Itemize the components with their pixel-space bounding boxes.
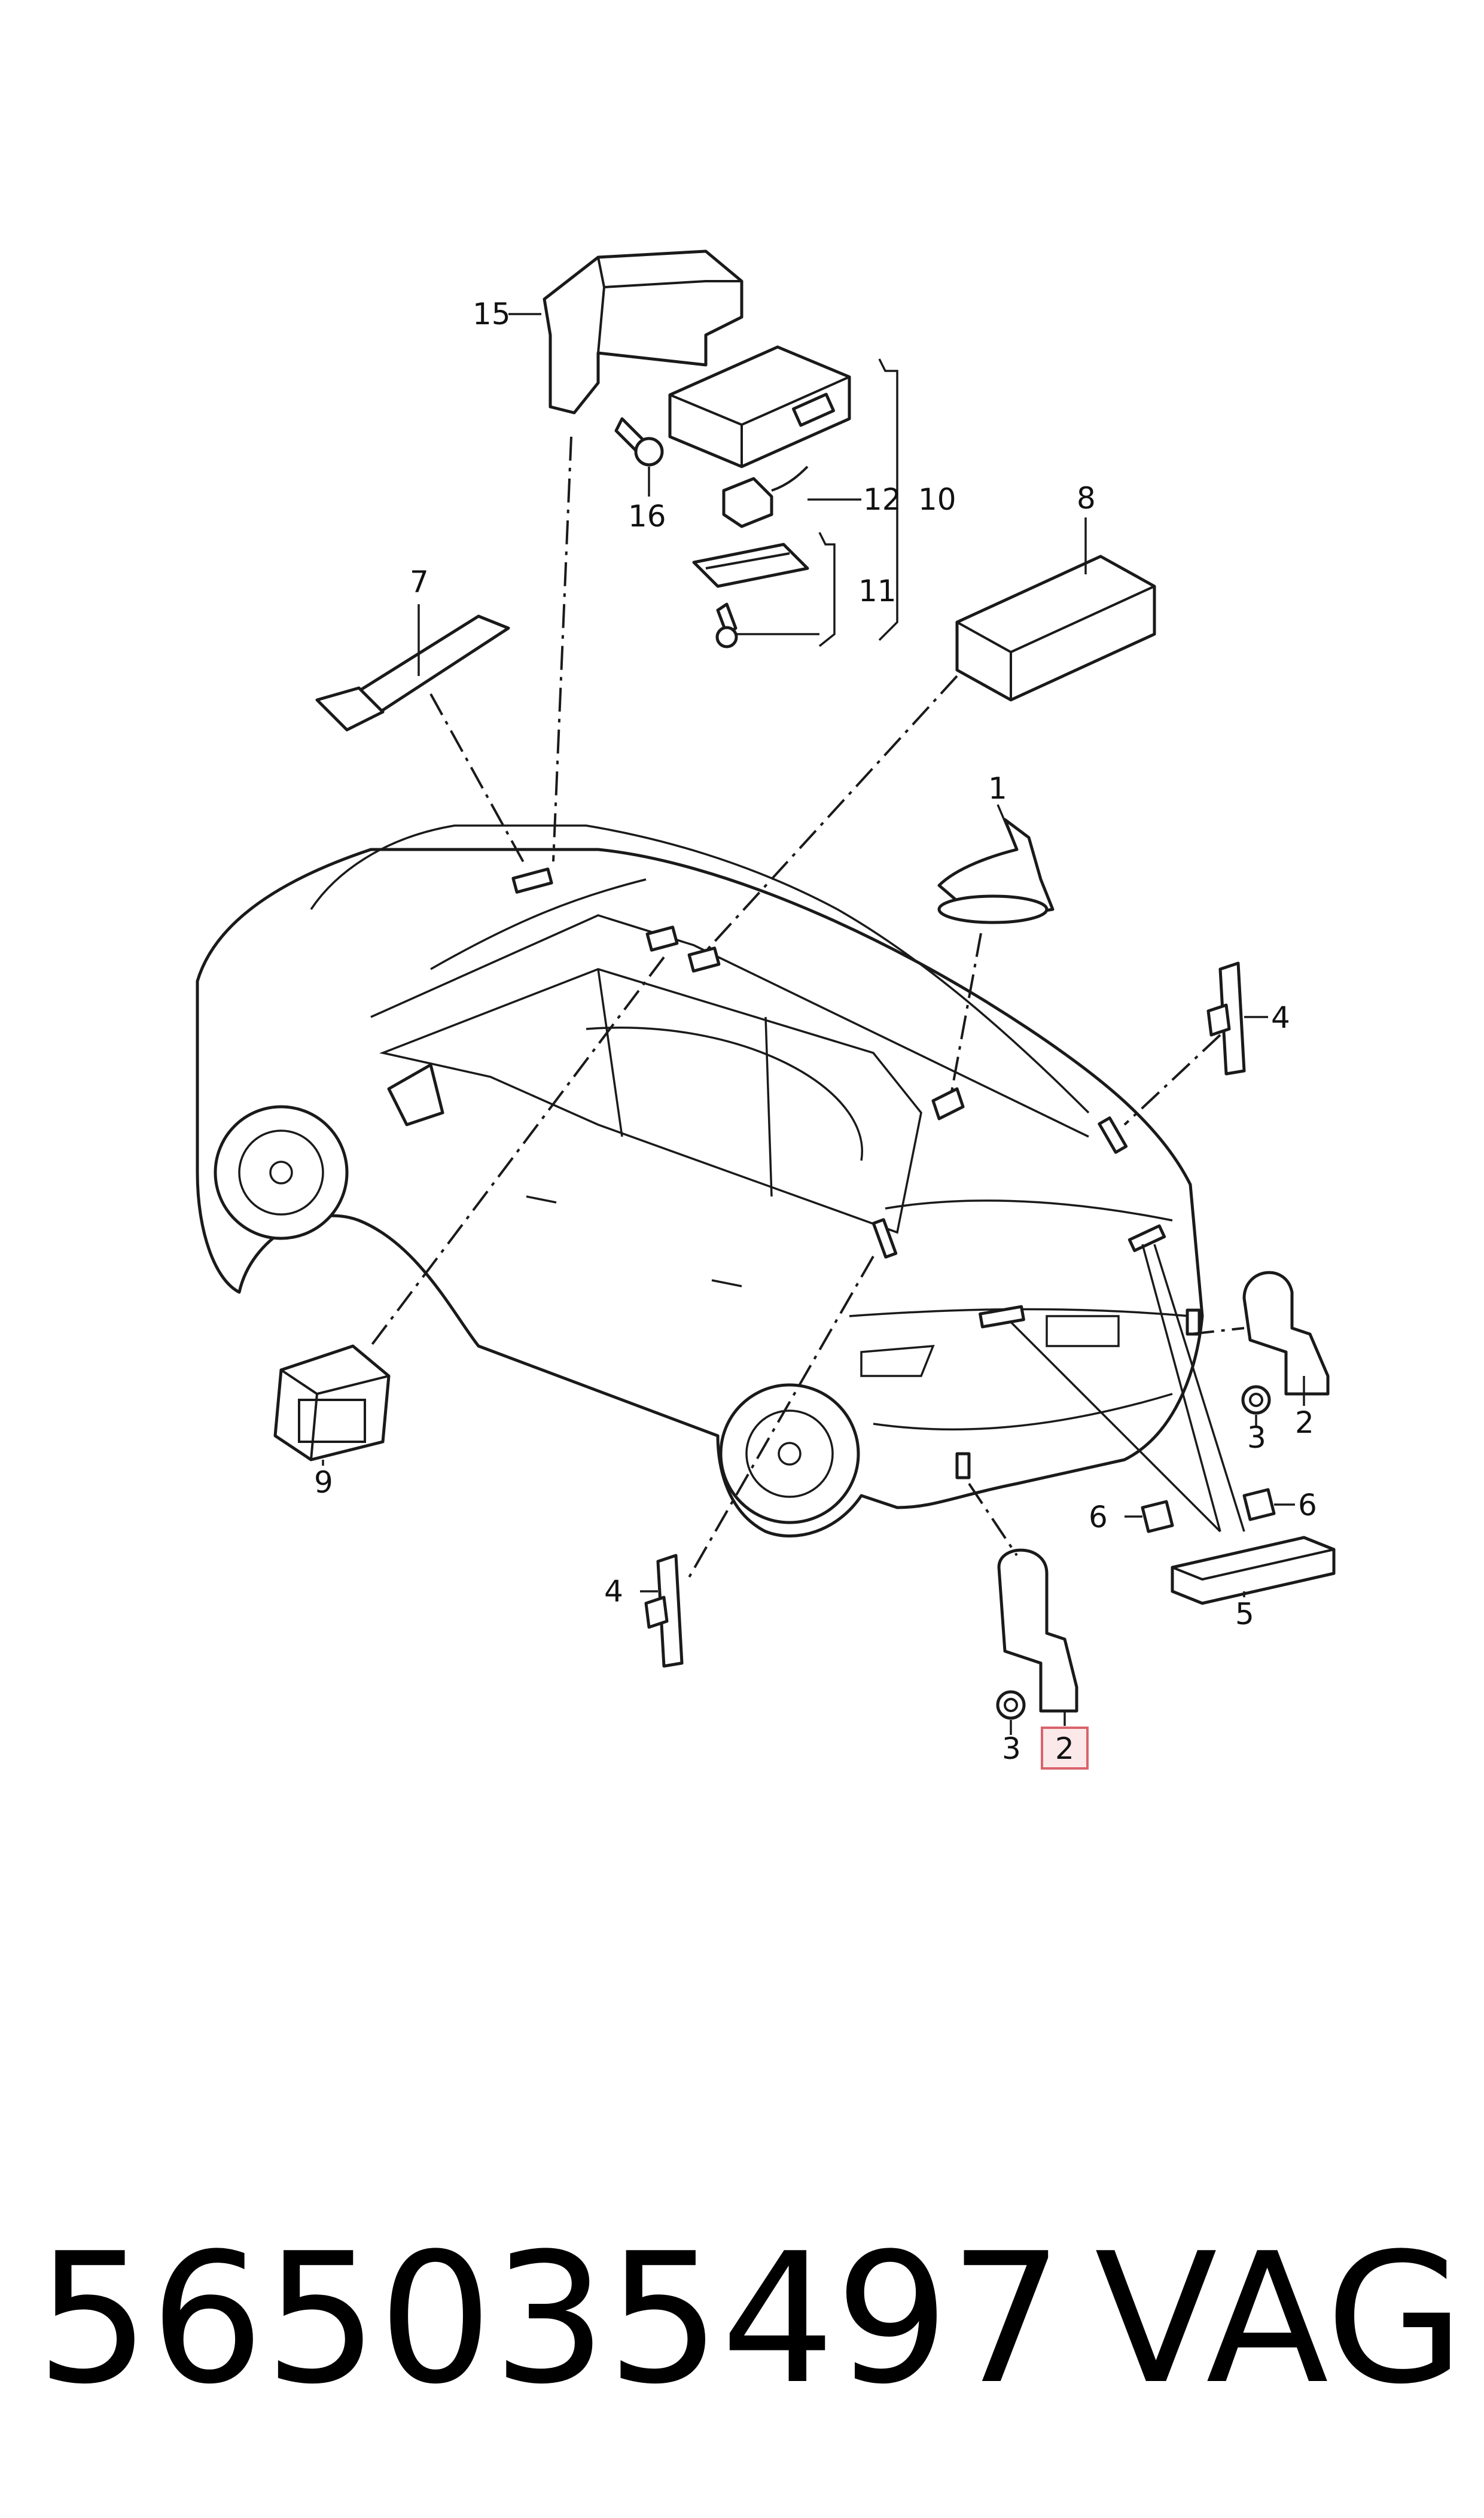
part-2-bracket-right	[1242, 1271, 1330, 1396]
footer: 565035497 VAG	[36, 2215, 1464, 2423]
callout-12: 12	[863, 482, 901, 517]
part-5-rail	[1171, 1536, 1336, 1605]
part-3-clip-right	[1241, 1385, 1271, 1415]
part-4-sensor-right	[1206, 961, 1246, 1076]
callout-3-bottom: 3	[1002, 1731, 1021, 1766]
brand-name: VAG	[1095, 2215, 1464, 2423]
callout-6-right: 6	[1298, 1488, 1317, 1523]
part-7-antenna-strip	[315, 614, 510, 732]
callout-2-bottom-highlighted: 2	[1055, 1731, 1074, 1766]
callout-6-left: 6	[1089, 1500, 1108, 1534]
group-brackets	[818, 358, 898, 647]
callout-5: 5	[1235, 1597, 1254, 1631]
callout-8: 8	[1077, 481, 1096, 516]
mounting-markers	[511, 867, 1201, 1479]
highlight-box	[1041, 1727, 1089, 1770]
part-9-control-box	[273, 1344, 391, 1462]
callout-15: 15	[473, 297, 511, 331]
callout-7: 7	[410, 565, 429, 599]
callout-11: 11	[858, 574, 897, 608]
car-illustration	[196, 824, 1204, 1537]
part-3-clip-bottom	[996, 1690, 1026, 1720]
callout-3-right: 3	[1247, 1420, 1266, 1455]
part-10-control-unit	[668, 345, 851, 468]
callout-4-right: 4	[1271, 1000, 1290, 1035]
part-1-roof-antenna	[937, 818, 1055, 924]
part-2-bracket-bottom	[997, 1548, 1078, 1713]
callout-16: 16	[628, 499, 666, 534]
callout-labels: 15 16 12 10 11 7 8 1 4 4 2 3 6 6 5 9 3 2	[314, 297, 1317, 1770]
part-4-sensor-left	[644, 1554, 684, 1668]
part-16-screw	[614, 417, 664, 467]
part-6-clip-left	[1141, 1500, 1174, 1533]
part-8-module	[955, 555, 1156, 702]
callout-4-left: 4	[604, 1574, 623, 1609]
part-number: 565035497	[36, 2215, 1064, 2423]
part-12-connector	[722, 465, 809, 528]
part-6-clip-right	[1242, 1488, 1276, 1521]
callout-9: 9	[314, 1465, 333, 1500]
callout-1: 1	[988, 771, 1007, 806]
leader-lines	[322, 313, 1305, 1735]
part-11-plate	[692, 543, 809, 648]
callout-10: 10	[918, 482, 956, 517]
reference-lines	[370, 436, 1245, 1580]
part-15-bracket	[543, 249, 743, 415]
callout-2-right: 2	[1295, 1405, 1314, 1440]
